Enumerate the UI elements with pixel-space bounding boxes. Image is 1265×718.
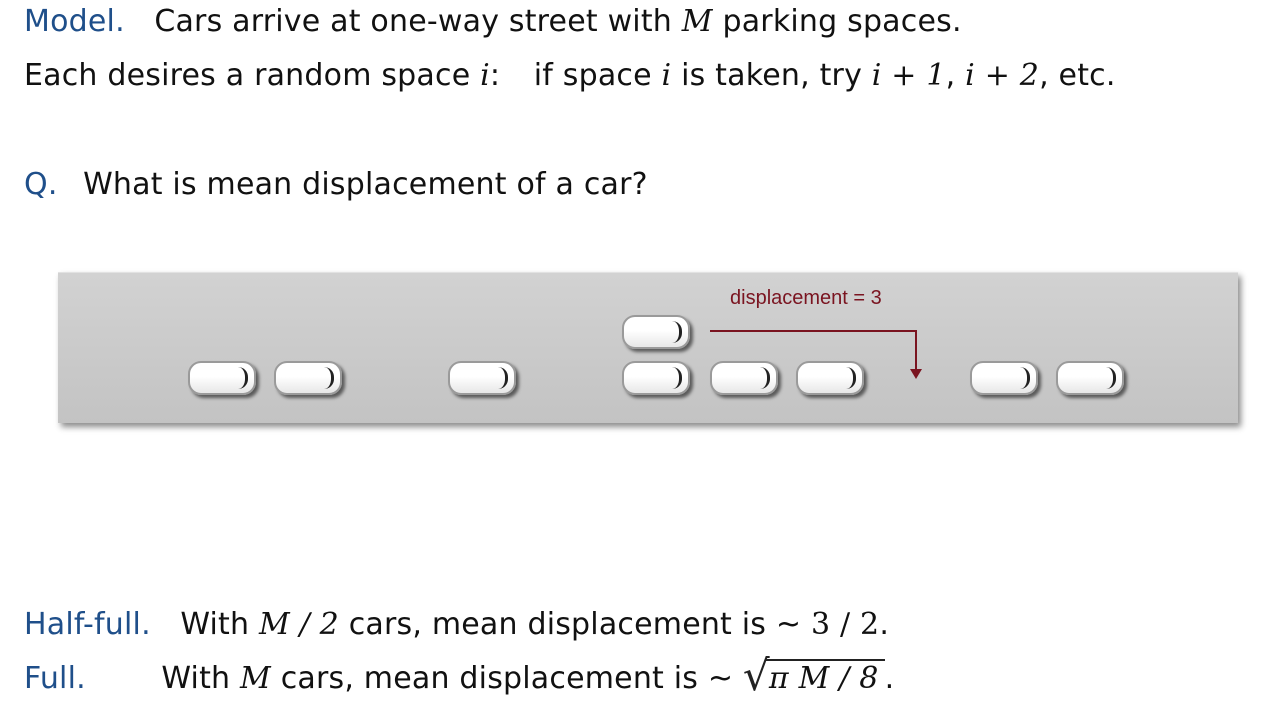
half-full-expr: M / 2 [258,607,339,642]
half-full-value: 3 / 2 [810,607,880,642]
model-text-2: parking spaces. [722,4,962,39]
half-full-text-2: cars, mean displacement is ~ [348,607,802,642]
model-line: Model. Cars arrive at one-way street wit… [24,4,962,39]
each-colon: : [489,58,501,93]
question-text: What is mean displacement of a car? [83,167,648,202]
model-label: Model. [24,4,125,39]
each-expr-1: i + 1 [871,58,946,93]
model-text-1: Cars arrive at one-way street with [154,4,673,39]
each-expr-2: i + 2 [965,58,1040,93]
each-text-3: is taken, try [681,58,863,93]
full-end: . [884,661,895,696]
arriving-car [622,315,690,349]
question-line: Q. What is mean displacement of a car? [24,167,648,202]
full-text-1: With [161,661,231,696]
car [970,361,1038,395]
displacement-label: displacement = 3 [730,287,882,309]
sqrt-sign: √ [742,651,770,700]
car [1056,361,1124,395]
car [710,361,778,395]
each-text-1: Each desires a random space [24,58,471,93]
each-text-4: , etc. [1039,58,1116,93]
each-comma: , [945,58,956,93]
displacement-arrow [710,330,922,379]
sqrt-body: π M / 8 [764,659,885,696]
each-var-i-2: i [661,58,672,93]
half-full-line: Half-full. With M / 2 cars, mean displac… [24,607,889,642]
full-line: Full. With M cars, mean displacement is … [24,651,895,700]
half-full-text-1: With [180,607,250,642]
car [188,361,256,395]
each-var-i: i [480,58,490,93]
car [622,361,690,395]
full-label: Full. [24,661,86,696]
each-line: Each desires a random space i: if space … [24,58,1116,93]
car [274,361,342,395]
half-full-end: . [879,607,890,642]
full-text-2: cars, mean displacement is ~ [280,661,734,696]
each-text-2: if space [533,58,652,93]
car [448,361,516,395]
sqrt-expression: √ π M / 8 [743,651,885,700]
half-full-label: Half-full. [24,607,151,642]
model-var-m: M [681,4,713,39]
parking-street-diagram: displacement = 3 [58,272,1238,423]
full-var-m: M [240,661,271,696]
car [796,361,864,395]
question-label: Q. [24,167,58,202]
